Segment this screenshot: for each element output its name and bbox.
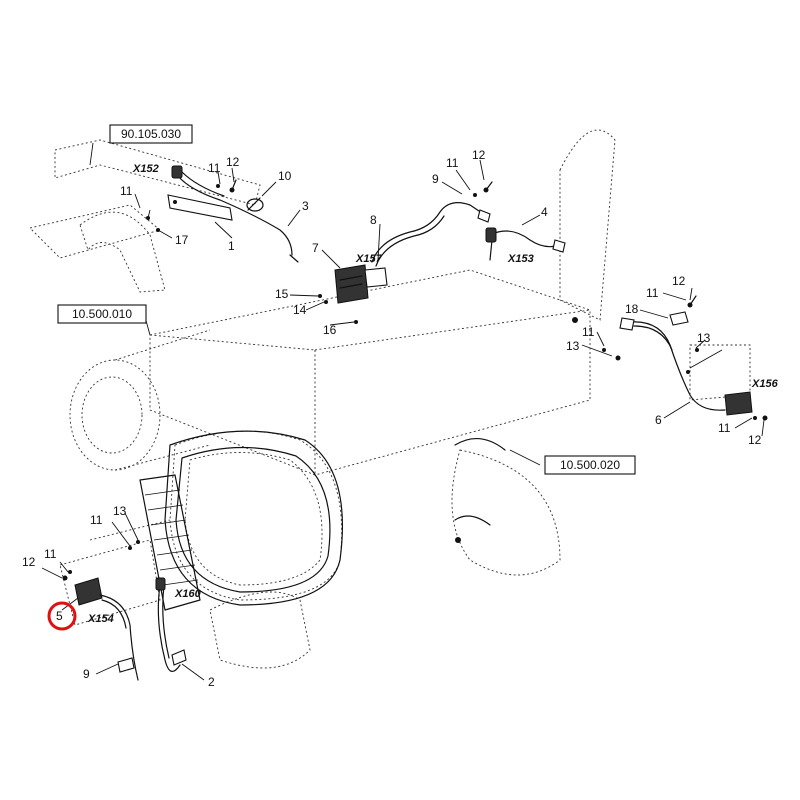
leader-lines	[41, 142, 765, 681]
callout-number: 11	[208, 161, 221, 175]
callout-number: 13	[566, 339, 580, 353]
callout-number: 6	[655, 413, 662, 427]
callout-number: 14	[293, 303, 307, 317]
callout-number: 12	[672, 274, 686, 288]
phantom-frame-top-left	[29, 139, 261, 293]
callout-numbers: 12 11 10 3 1 17 11 11 12 9 8 4 7 15 14 1…	[22, 148, 762, 689]
reference-box-90-105-030: 90.105.030	[109, 124, 193, 144]
callout-number: 9	[83, 667, 90, 681]
callout-number: 3	[302, 199, 309, 213]
callout-number: 11	[120, 184, 133, 198]
sensor-cable-3	[171, 165, 299, 263]
callout-number: 11	[582, 325, 595, 339]
callout-number: 11	[446, 156, 459, 170]
callout-number: 12	[472, 148, 486, 162]
callout-number: 12	[22, 555, 36, 569]
callout-number: 10	[278, 169, 292, 183]
exhaust-flange	[164, 430, 343, 606]
corrugated-pipe	[139, 474, 201, 611]
connector-label: X156	[751, 378, 779, 390]
fastener-group	[62, 179, 768, 581]
reference-label: 10.500.020	[560, 458, 620, 472]
connector-label: X153	[507, 253, 534, 265]
callout-number: 16	[323, 323, 337, 337]
callout-number: 11	[718, 421, 731, 435]
pipe-clamp	[454, 438, 506, 526]
bracket-part-1	[167, 194, 233, 221]
sensor-cable-4	[485, 227, 566, 261]
callout-number: 5	[56, 609, 63, 623]
callout-number: 4	[541, 205, 548, 219]
connector-label: X154	[87, 613, 114, 625]
sensor-part-18	[669, 311, 689, 326]
sensor-cable-2	[155, 577, 187, 672]
callout-number: 11	[646, 286, 659, 300]
callout-number: 9	[432, 172, 439, 186]
callout-number: 18	[625, 302, 639, 316]
callout-number: 17	[175, 233, 189, 247]
callout-number: 2	[208, 675, 215, 689]
callout-number: 15	[275, 287, 289, 301]
callout-number: 11	[90, 513, 103, 527]
clip-part-10	[246, 197, 264, 212]
reference-label: 10.500.010	[72, 307, 132, 321]
module-part-5	[74, 577, 139, 681]
callout-number: 13	[697, 331, 711, 345]
reference-label: 90.105.030	[121, 127, 181, 141]
callout-number: 7	[312, 241, 319, 255]
callout-number: 13	[113, 504, 127, 518]
highlight-ring	[47, 601, 77, 631]
module-part-6	[619, 317, 753, 416]
sensor-cable-8	[371, 202, 491, 267]
connector-label: X152	[132, 163, 159, 175]
callout-number: 8	[370, 213, 377, 227]
callout-number: 11	[44, 547, 57, 561]
module-part-7	[334, 264, 388, 304]
callout-number: 12	[226, 155, 240, 169]
connector-label: X157	[355, 253, 383, 265]
reference-box-10-500-020: 10.500.020	[544, 455, 636, 475]
callout-number: 1	[228, 239, 235, 253]
connector-label: X160	[174, 588, 202, 600]
callout-number: 12	[748, 433, 762, 447]
reference-box-10-500-010: 10.500.010	[57, 304, 147, 324]
